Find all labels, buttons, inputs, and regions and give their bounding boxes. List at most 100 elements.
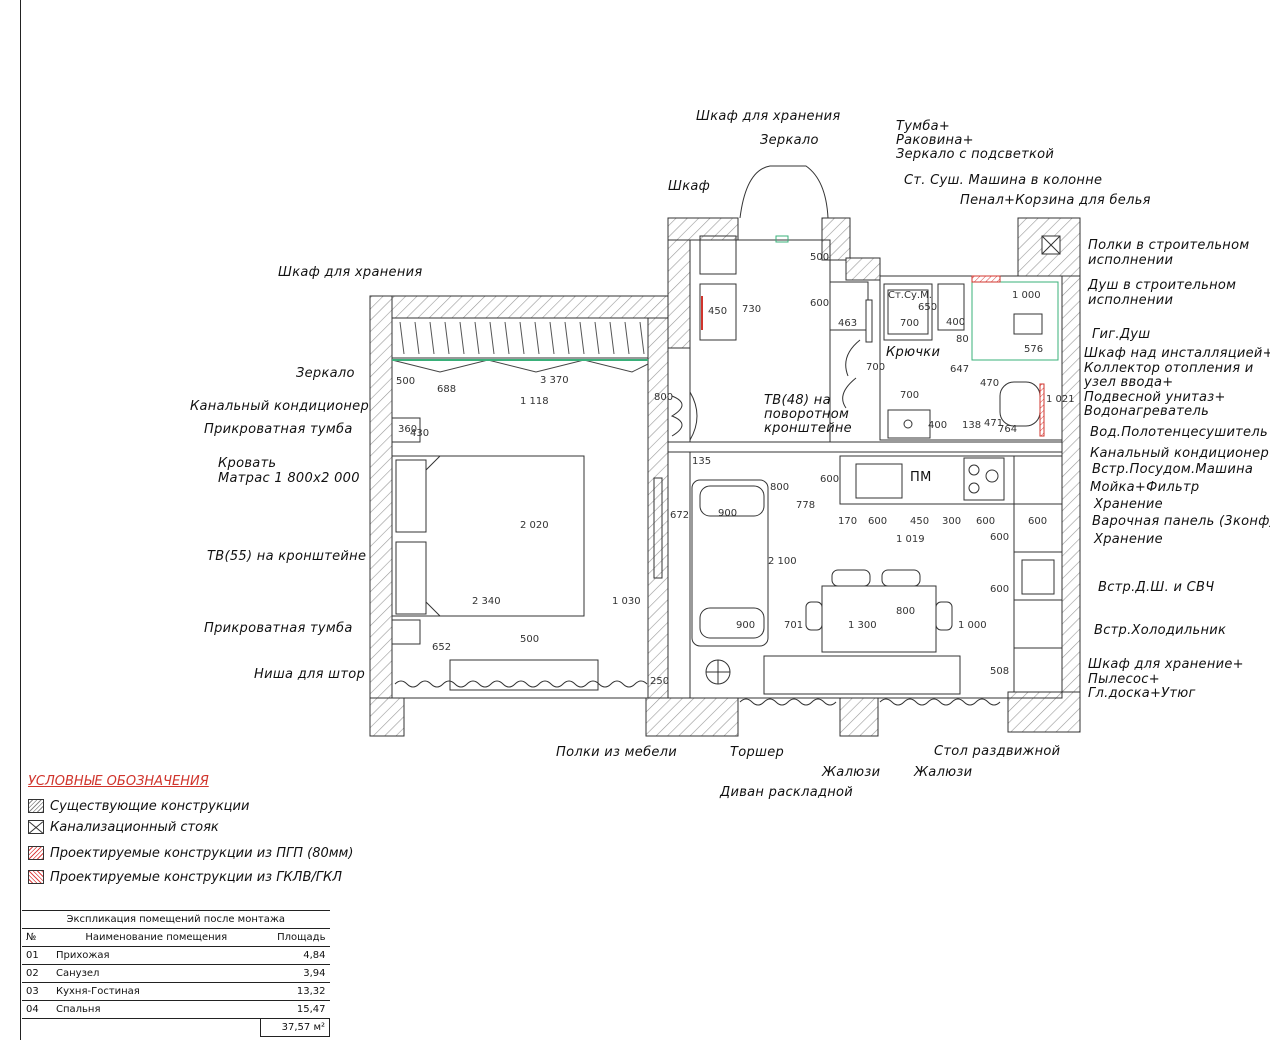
dim: 652 xyxy=(432,642,452,653)
tv55-screen xyxy=(653,477,663,579)
dim: 430 xyxy=(410,428,430,439)
dim: 700 xyxy=(900,390,920,401)
legend-item: Канализационный стояк xyxy=(28,819,219,835)
bed xyxy=(391,417,663,645)
kitchen-units xyxy=(839,455,1063,693)
dim: 1 300 xyxy=(848,620,877,631)
dim: 900 xyxy=(718,508,738,519)
dim: 2 100 xyxy=(768,556,797,567)
nightstand-top xyxy=(391,417,421,443)
dim: 647 xyxy=(950,364,970,375)
dim: 450 xyxy=(708,306,728,317)
dim: 500 xyxy=(396,376,416,387)
dim: 600 xyxy=(990,584,1010,595)
dim: 3 370 xyxy=(540,375,569,386)
dim: 463 xyxy=(838,318,858,329)
dim: 1 118 xyxy=(520,396,549,407)
label-floor-lamp: Торшер xyxy=(730,745,785,760)
dim: 800 xyxy=(654,392,674,403)
dim: 470 xyxy=(980,378,1000,389)
dim: 2 020 xyxy=(520,520,549,531)
dim: 600 xyxy=(868,516,888,527)
label-pm: ПМ xyxy=(910,470,932,485)
dim: 1 021 xyxy=(1046,394,1075,405)
dim: 500 xyxy=(520,634,540,645)
label-install-cabinet: Шкаф над инсталляцией+ Коллектор отоплен… xyxy=(1084,346,1270,419)
dim: 600 xyxy=(1028,516,1048,527)
label-oven-mw: Встр.Д.Ш. и СВЧ xyxy=(1098,580,1215,595)
radiator xyxy=(449,659,599,691)
label-pencil-case: Пенал+Корзина для белья xyxy=(960,193,1151,208)
explication-total: 37,57 м² xyxy=(260,1018,330,1037)
label-table: Стол раздвижной xyxy=(934,744,1061,759)
dim: 650 xyxy=(918,302,938,313)
bathroom-fixtures xyxy=(865,275,1059,439)
label-duct-ac-left: Канальный кондиционер xyxy=(190,399,370,414)
dim: 170 xyxy=(838,516,858,527)
bedroom-wardrobe xyxy=(391,317,649,373)
dim: 701 xyxy=(784,620,804,631)
dim: 600 xyxy=(820,474,840,485)
legend-swatch xyxy=(28,870,44,884)
label-nightstand-1: Прикроватная тумба xyxy=(204,422,353,437)
dim: 1 000 xyxy=(958,620,987,631)
dim: 1 019 xyxy=(896,534,925,545)
label-vanity: Тумба+ Раковина+ Зеркало с подсветкой xyxy=(896,119,1055,162)
label-storage-1: Хранение xyxy=(1094,497,1163,512)
frame-border xyxy=(20,0,21,1040)
label-wardrobe: Шкаф xyxy=(668,179,711,194)
dim: 688 xyxy=(437,384,457,395)
dim: 1 000 xyxy=(1012,290,1041,301)
label-mirror-top: Зеркало xyxy=(760,133,819,148)
dim: 250 xyxy=(650,676,670,687)
label-blinds-1: Жалюзи xyxy=(822,765,881,780)
label-hygienic-shower: Гиг.Душ xyxy=(1092,327,1151,342)
dim: 778 xyxy=(796,500,816,511)
dim: 900 xyxy=(736,620,756,631)
legend-item: Проектируемые конструкции из ПГП (80мм) xyxy=(28,845,353,861)
label-washer-small: Ст.Су.М. xyxy=(888,290,932,301)
label-sofa: Диван раскладной xyxy=(720,785,854,800)
label-shower-built: Душ в строительном исполнении xyxy=(1088,278,1237,308)
label-sink-filter: Мойка+Фильтр xyxy=(1090,480,1200,495)
dim: 700 xyxy=(866,362,886,373)
label-storage-2: Хранение xyxy=(1094,532,1163,547)
dim: 138 xyxy=(962,420,982,431)
label-towel-dryer: Вод.Полотенцесушитель xyxy=(1090,425,1268,440)
dining-table xyxy=(805,569,953,653)
label-duct-ac-right: Канальный кондиционер xyxy=(1090,446,1270,461)
dim: 700 xyxy=(900,318,920,329)
label-dishwasher: Встр.Посудом.Машина xyxy=(1092,462,1254,477)
dim: 800 xyxy=(770,482,790,493)
legend-swatch xyxy=(28,846,44,860)
dim: 135 xyxy=(692,456,712,467)
label-utility: Шкаф для хранение+ Пылесос+ Гл.доска+Утю… xyxy=(1088,657,1244,701)
dim: 400 xyxy=(928,420,948,431)
dim: 1 030 xyxy=(612,596,641,607)
legend-item: Проектируемые конструкции из ГКЛВ/ГКЛ xyxy=(28,869,342,885)
dim: 508 xyxy=(990,666,1010,677)
dim: 400 xyxy=(946,317,966,328)
dim: 471 xyxy=(984,418,1004,429)
label-mirror-left: Зеркало xyxy=(296,366,355,381)
dim: 600 xyxy=(990,532,1010,543)
label-bed: Кровать Матрас 1 800х2 000 xyxy=(218,456,360,486)
kitchen-outline xyxy=(689,451,1063,699)
dim: 576 xyxy=(1024,344,1044,355)
legend-item: Существующие конструкции xyxy=(28,798,249,814)
bathroom-outline xyxy=(879,275,1063,441)
explication-caption: Экспликация помещений после монтажа xyxy=(22,910,330,929)
label-storage-left: Шкаф для хранения xyxy=(278,265,423,280)
nightstand-bottom xyxy=(391,619,421,645)
label-tv48: ТВ(48) на поворотном кронштейне xyxy=(764,393,852,436)
label-nightstand-2: Прикроватная тумба xyxy=(204,621,353,636)
label-hob: Варочная панель (3конф) xyxy=(1092,514,1270,529)
dim: 500 xyxy=(810,252,830,263)
sofa xyxy=(691,479,769,685)
dim: 80 xyxy=(956,334,969,345)
legend-swatch xyxy=(28,820,44,834)
